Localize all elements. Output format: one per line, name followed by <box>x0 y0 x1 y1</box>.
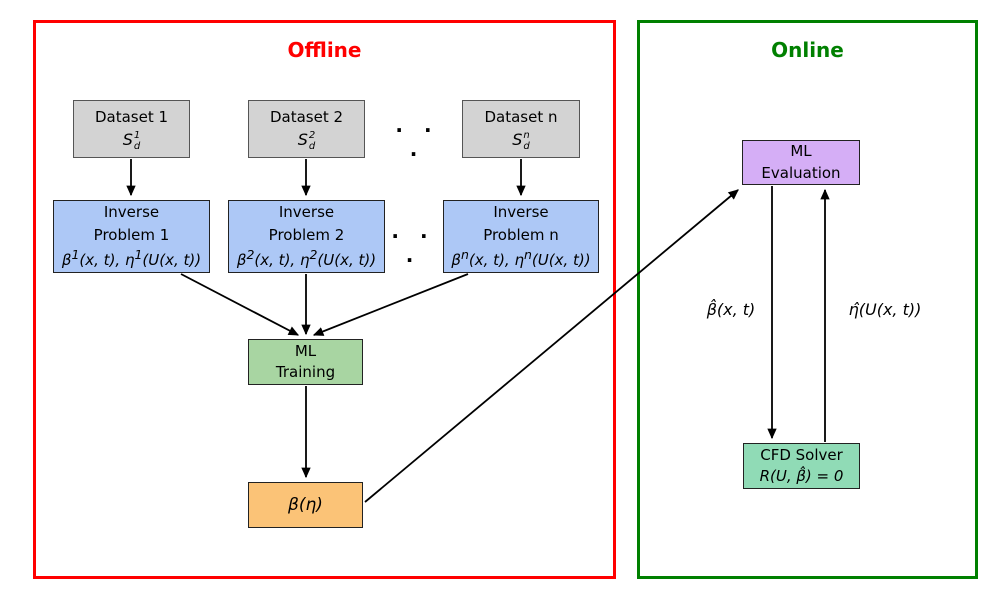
cfd-solver-math: R(U, β̂) = 0 <box>759 467 844 485</box>
arrow-betaeta-to-evaluation <box>364 189 739 503</box>
ml-evaluation-node: ML Evaluation <box>742 140 860 185</box>
inverse-problem-n-node: Inverse Problem n βn(x, t), ηn(U(x, t)) <box>443 200 599 273</box>
ml-evaluation-line2: Evaluation <box>761 163 841 182</box>
inverse-problem-n-line1: Inverse <box>493 203 549 222</box>
online-section-frame: Online <box>637 20 978 579</box>
inverse-row-ellipsis: · · · <box>391 224 435 272</box>
cfd-solver-node: CFD Solver R(U, β̂) = 0 <box>743 443 860 489</box>
inverse-problem-2-line1: Inverse <box>278 203 335 222</box>
ml-evaluation-line1: ML <box>790 142 812 161</box>
ml-training-node: ML Training <box>248 339 363 385</box>
offline-title: Offline <box>287 38 362 62</box>
inverse-problem-1-node: Inverse Problem 1 β1(x, t), η1(U(x, t)) <box>53 200 210 273</box>
beta-eta-node: β(η) <box>248 482 363 528</box>
eta-hat-arrow-label: η̂(U(x, t)) <box>848 300 922 319</box>
cfd-solver-label: CFD Solver <box>760 445 843 464</box>
dataset-row-ellipsis: · · · <box>395 118 439 166</box>
offline-section-frame: Offline <box>33 20 616 579</box>
beta-eta-label: β(η) <box>288 494 323 515</box>
inverse-problem-2-math: β2(x, t), η2(U(x, t)) <box>236 247 377 270</box>
dataset-n-label: Dataset n <box>484 108 558 127</box>
inverse-problem-1-line1: Inverse <box>103 203 160 222</box>
ml-training-line2: Training <box>275 363 336 381</box>
online-title: Online <box>771 38 844 62</box>
inverse-problem-2-line2: Problem 2 <box>268 225 345 244</box>
dataset-2-label: Dataset 2 <box>269 108 344 127</box>
inverse-problem-n-line2: Problem n <box>483 225 559 244</box>
inverse-problem-1-math: β1(x, t), η1(U(x, t)) <box>61 247 202 270</box>
ml-training-line1: ML <box>294 341 317 360</box>
inverse-problem-n-math: βn(x, t), ηn(U(x, t)) <box>451 247 591 270</box>
dataset-1-label: Dataset 1 <box>94 108 169 127</box>
inverse-problem-2-node: Inverse Problem 2 β2(x, t), η2(U(x, t)) <box>228 200 385 273</box>
arrow-inverse1-to-training <box>180 273 300 336</box>
inverse-problem-1-line2: Problem 1 <box>93 225 170 244</box>
beta-hat-arrow-label: β̂(x, t) <box>706 300 756 319</box>
arrow-inversen-to-training <box>312 273 469 336</box>
